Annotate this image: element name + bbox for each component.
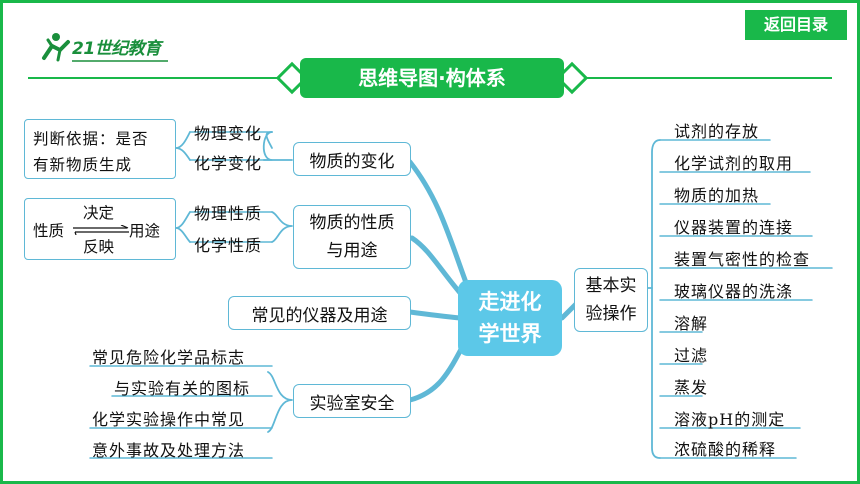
branch-instruments: 常见的仪器及用途	[228, 296, 411, 330]
branch-lab-safety-label: 实验室安全	[309, 393, 395, 414]
item-accident-line-2: 意外事故及处理方法	[92, 441, 246, 460]
branch-basic-operations: 基本实 验操作	[574, 268, 648, 332]
judgment-basis-box: 判断依据：是否 有新物质生成	[24, 119, 176, 179]
item-chemical-change: 化学变化	[194, 154, 263, 173]
op-item-5: 装置气密性的检查	[674, 250, 811, 269]
item-physical-property: 物理性质	[194, 204, 263, 223]
basis-line-2: 有新物质生成	[33, 156, 133, 174]
property-use-relation-box: 性质 用途 决定 反映	[24, 198, 176, 260]
branch-property-label-2: 与用途	[326, 241, 378, 261]
page-title: 思维导图·构体系	[300, 58, 564, 98]
branch-property-label-1: 物质的性质	[309, 213, 395, 233]
op-item-3: 物质的加热	[674, 186, 760, 205]
branch-operations-label-1: 基本实	[585, 276, 637, 296]
item-hazard-signs: 常见危险化学品标志	[92, 348, 246, 367]
op-item-7: 溶解	[674, 314, 709, 333]
logo-text: 21世纪教育	[72, 39, 161, 59]
logo-icon	[42, 33, 168, 62]
center-node: 走进化 学世界	[458, 280, 562, 356]
branch-property-use: 物质的性质 与用途	[293, 205, 411, 269]
op-item-1: 试剂的存放	[674, 122, 760, 141]
branch-matter-change: 物质的变化	[293, 142, 411, 176]
relation-right: 用途	[129, 222, 161, 240]
branch-operations-label-2: 验操作	[585, 304, 637, 324]
item-accident-line-1: 化学实验操作中常见	[92, 410, 246, 429]
center-line-2: 学世界	[478, 322, 542, 346]
op-item-10: 溶液pH的测定	[674, 410, 786, 429]
relation-bottom: 反映	[83, 238, 115, 256]
item-chemical-property: 化学性质	[194, 236, 263, 255]
op-item-4: 仪器装置的连接	[674, 218, 794, 237]
op-item-2: 化学试剂的取用	[674, 154, 794, 173]
back-to-contents-button[interactable]: 返回目录	[745, 10, 847, 40]
center-line-1: 走进化	[478, 290, 542, 314]
branch-instruments-label: 常见的仪器及用途	[251, 305, 388, 326]
op-item-6: 玻璃仪器的洗涤	[674, 282, 794, 301]
relation-left: 性质	[33, 222, 65, 240]
relation-top: 决定	[83, 204, 115, 222]
branch-matter-change-label: 物质的变化	[309, 151, 395, 172]
op-item-9: 蒸发	[674, 378, 709, 397]
branch-lab-safety: 实验室安全	[293, 384, 411, 418]
op-item-11: 浓硫酸的稀释	[674, 440, 777, 459]
item-lab-icons: 与实验有关的图标	[114, 379, 251, 398]
basis-line-1: 判断依据：是否	[33, 130, 149, 148]
item-physical-change: 物理变化	[194, 124, 263, 143]
op-item-8: 过滤	[674, 346, 709, 365]
double-arrow-icon	[73, 225, 129, 235]
